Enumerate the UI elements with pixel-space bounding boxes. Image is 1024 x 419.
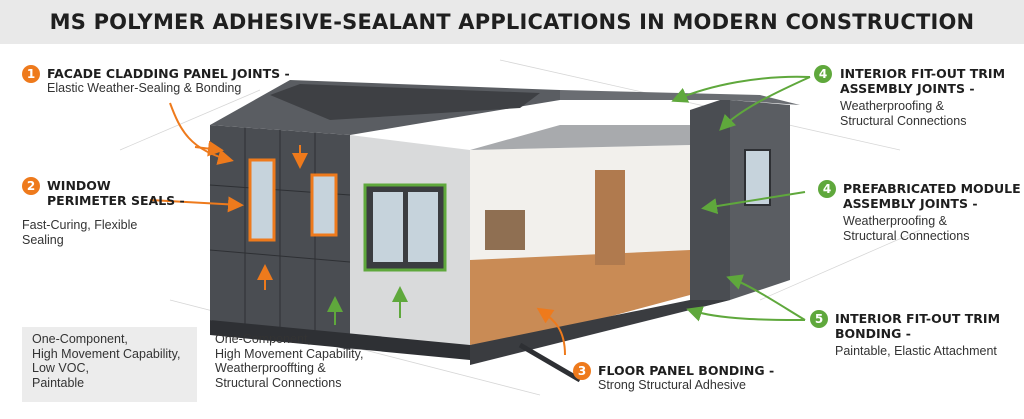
note-line: Structural Connections <box>215 375 342 390</box>
callout-desc: Elastic Weather-Sealing & Bonding <box>47 81 242 95</box>
callout-desc: Strong Structural Adhesive <box>598 378 746 392</box>
callout-heading: INTERIOR FIT-OUT TRIM <box>835 311 1001 326</box>
callout-4a-badge: 4 <box>814 65 832 83</box>
callout-interior-trim-assembly: INTERIOR FIT-OUT TRIM ASSEMBLY JOINTS - … <box>840 66 1005 129</box>
callout-desc: Weatherproofing & <box>843 214 947 228</box>
note-line: One-Component, <box>32 332 128 346</box>
facade-window-1 <box>248 158 276 242</box>
wood-floor <box>470 250 690 345</box>
callout-1-badge: 1 <box>22 65 40 83</box>
callout-heading: FACADE CLADDING PANEL JOINTS - <box>47 66 290 81</box>
callout-heading: WINDOW <box>47 178 111 193</box>
callout-desc: Structural Connections <box>843 229 970 243</box>
note-line: Paintable <box>32 375 85 390</box>
callout-desc: Weatherproofing & <box>840 99 944 113</box>
callout-5-badge: 5 <box>810 310 828 328</box>
note-line: High Movement Capability, <box>215 346 364 361</box>
kitchen-cabinets <box>485 210 525 250</box>
properties-note-box <box>22 327 197 402</box>
modular-building-illustration <box>119 59 921 396</box>
properties-note-side: One-Component, High Movement Capability,… <box>215 332 363 390</box>
facade-window-2 <box>310 173 338 237</box>
callout-heading: BONDING - <box>835 326 911 341</box>
callout-heading: PERIMETER SEALS - <box>47 193 185 208</box>
base-frame <box>210 320 470 360</box>
callout-desc: Structural Connections <box>840 114 967 128</box>
page-title: MS POLYMER ADHESIVE-SEALANT APPLICATIONS… <box>49 10 975 34</box>
note-line: High Movement Capability, <box>32 346 181 361</box>
callout-heading: PREFABRICATED MODULE <box>843 181 1021 196</box>
callout-4b-badge: 4 <box>818 180 836 198</box>
callout-heading: FLOOR PANEL BONDING - <box>598 363 775 378</box>
callout-interior-trim-bonding: INTERIOR FIT-OUT TRIM BONDING - Paintabl… <box>835 311 1000 359</box>
note-line: One-Component, <box>215 332 311 346</box>
properties-note-box-text: One-Component, High Movement Capability,… <box>32 332 180 390</box>
callout-heading: ASSEMBLY JOINTS - <box>843 196 978 211</box>
note-line: Low VOC, <box>32 361 89 375</box>
callout-desc: Sealing <box>22 233 64 247</box>
callout-window-perimeter-desc: Fast-Curing, Flexible Sealing <box>22 218 137 248</box>
roof-slats <box>470 125 720 150</box>
orange-arrows <box>149 102 566 356</box>
callout-facade-cladding: FACADE CLADDING PANEL JOINTS - Elastic W… <box>47 66 290 96</box>
callout-window-perimeter: WINDOW PERIMETER SEALS - <box>47 178 185 208</box>
callout-prefab-module: PREFABRICATED MODULE ASSEMBLY JOINTS - W… <box>843 181 1021 244</box>
callout-floor-panel: FLOOR PANEL BONDING - Strong Structural … <box>598 363 774 393</box>
callout-heading: ASSEMBLY JOINTS - <box>840 81 975 96</box>
callout-desc: Paintable, Elastic Attachment <box>835 344 997 358</box>
callout-heading: INTERIOR FIT-OUT TRIM <box>840 66 1006 81</box>
callout-desc: Fast-Curing, Flexible <box>22 218 138 232</box>
green-arrows <box>327 75 811 325</box>
note-line: Weatherprooffting & <box>215 361 326 375</box>
title-bar: MS POLYMER ADHESIVE-SEALANT APPLICATIONS… <box>0 0 1024 44</box>
cladding-seams <box>209 128 351 343</box>
callout-2-badge: 2 <box>22 177 40 195</box>
interior-door <box>595 170 625 265</box>
callout-3-badge: 3 <box>573 362 591 380</box>
